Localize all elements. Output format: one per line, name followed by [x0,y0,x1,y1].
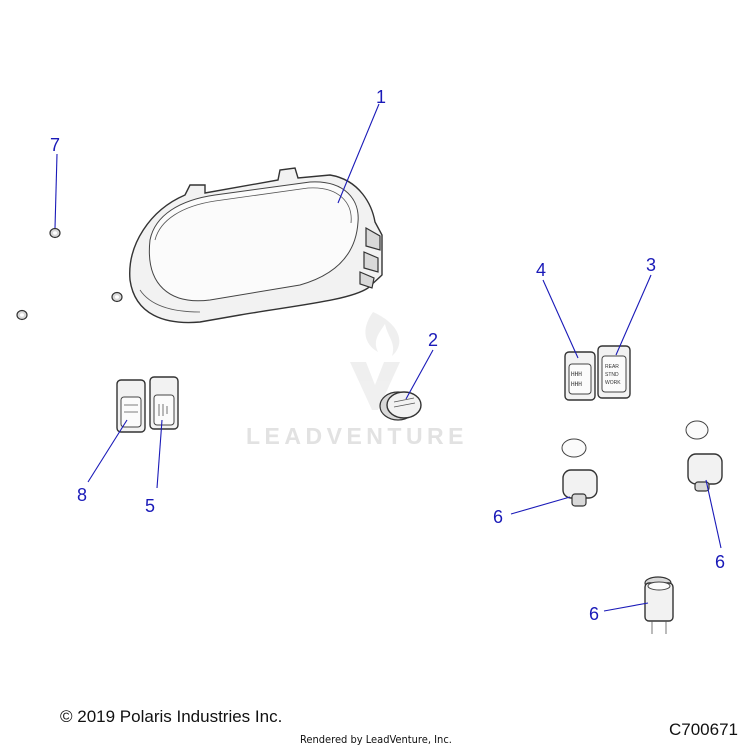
svg-text:HHH: HHH [571,381,582,388]
instrument-cluster [129,167,383,324]
callout-8: 8 [77,485,87,505]
watermark-text: LEADVENTURE [246,423,469,449]
callout-7: 7 [50,135,60,155]
callout-2: 2 [428,330,438,350]
callout-6b: 6 [715,552,725,572]
nut-top [49,227,61,239]
rocker-switch-5 [149,376,179,430]
leader-lines [54,103,722,612]
nut-left [16,309,28,321]
knob [379,391,422,421]
callout-1: 1 [376,87,386,107]
nut-right [111,291,123,303]
leadventure-logo-icon [350,312,400,410]
callout-6a: 6 [493,507,503,527]
callout-6c: 6 [589,604,599,624]
svg-text:HHH: HHH [571,371,582,378]
power-outlet-right [685,420,723,492]
diagram-id: C700671 [668,720,738,739]
power-outlet-middle [561,438,598,507]
callout-3: 3 [646,255,656,275]
rocker-switch-4: HHH HHH [564,351,596,401]
power-outlet-bottom [644,576,674,634]
callout-5: 5 [145,496,155,516]
callout-4: 4 [536,260,546,280]
copyright-text: © 2019 Polaris Industries Inc. [60,707,283,726]
rocker-switch-3: REAR STND WORK [597,345,631,399]
switch-3-legend-line-3: WORK [605,380,621,386]
switch-3-legend-line-1: REAR [605,364,619,370]
rendered-by-text: Rendered by LeadVenture, Inc. [300,733,452,746]
switch-3-legend-line-2: STND [605,372,619,378]
rocker-switch-8 [116,379,146,433]
